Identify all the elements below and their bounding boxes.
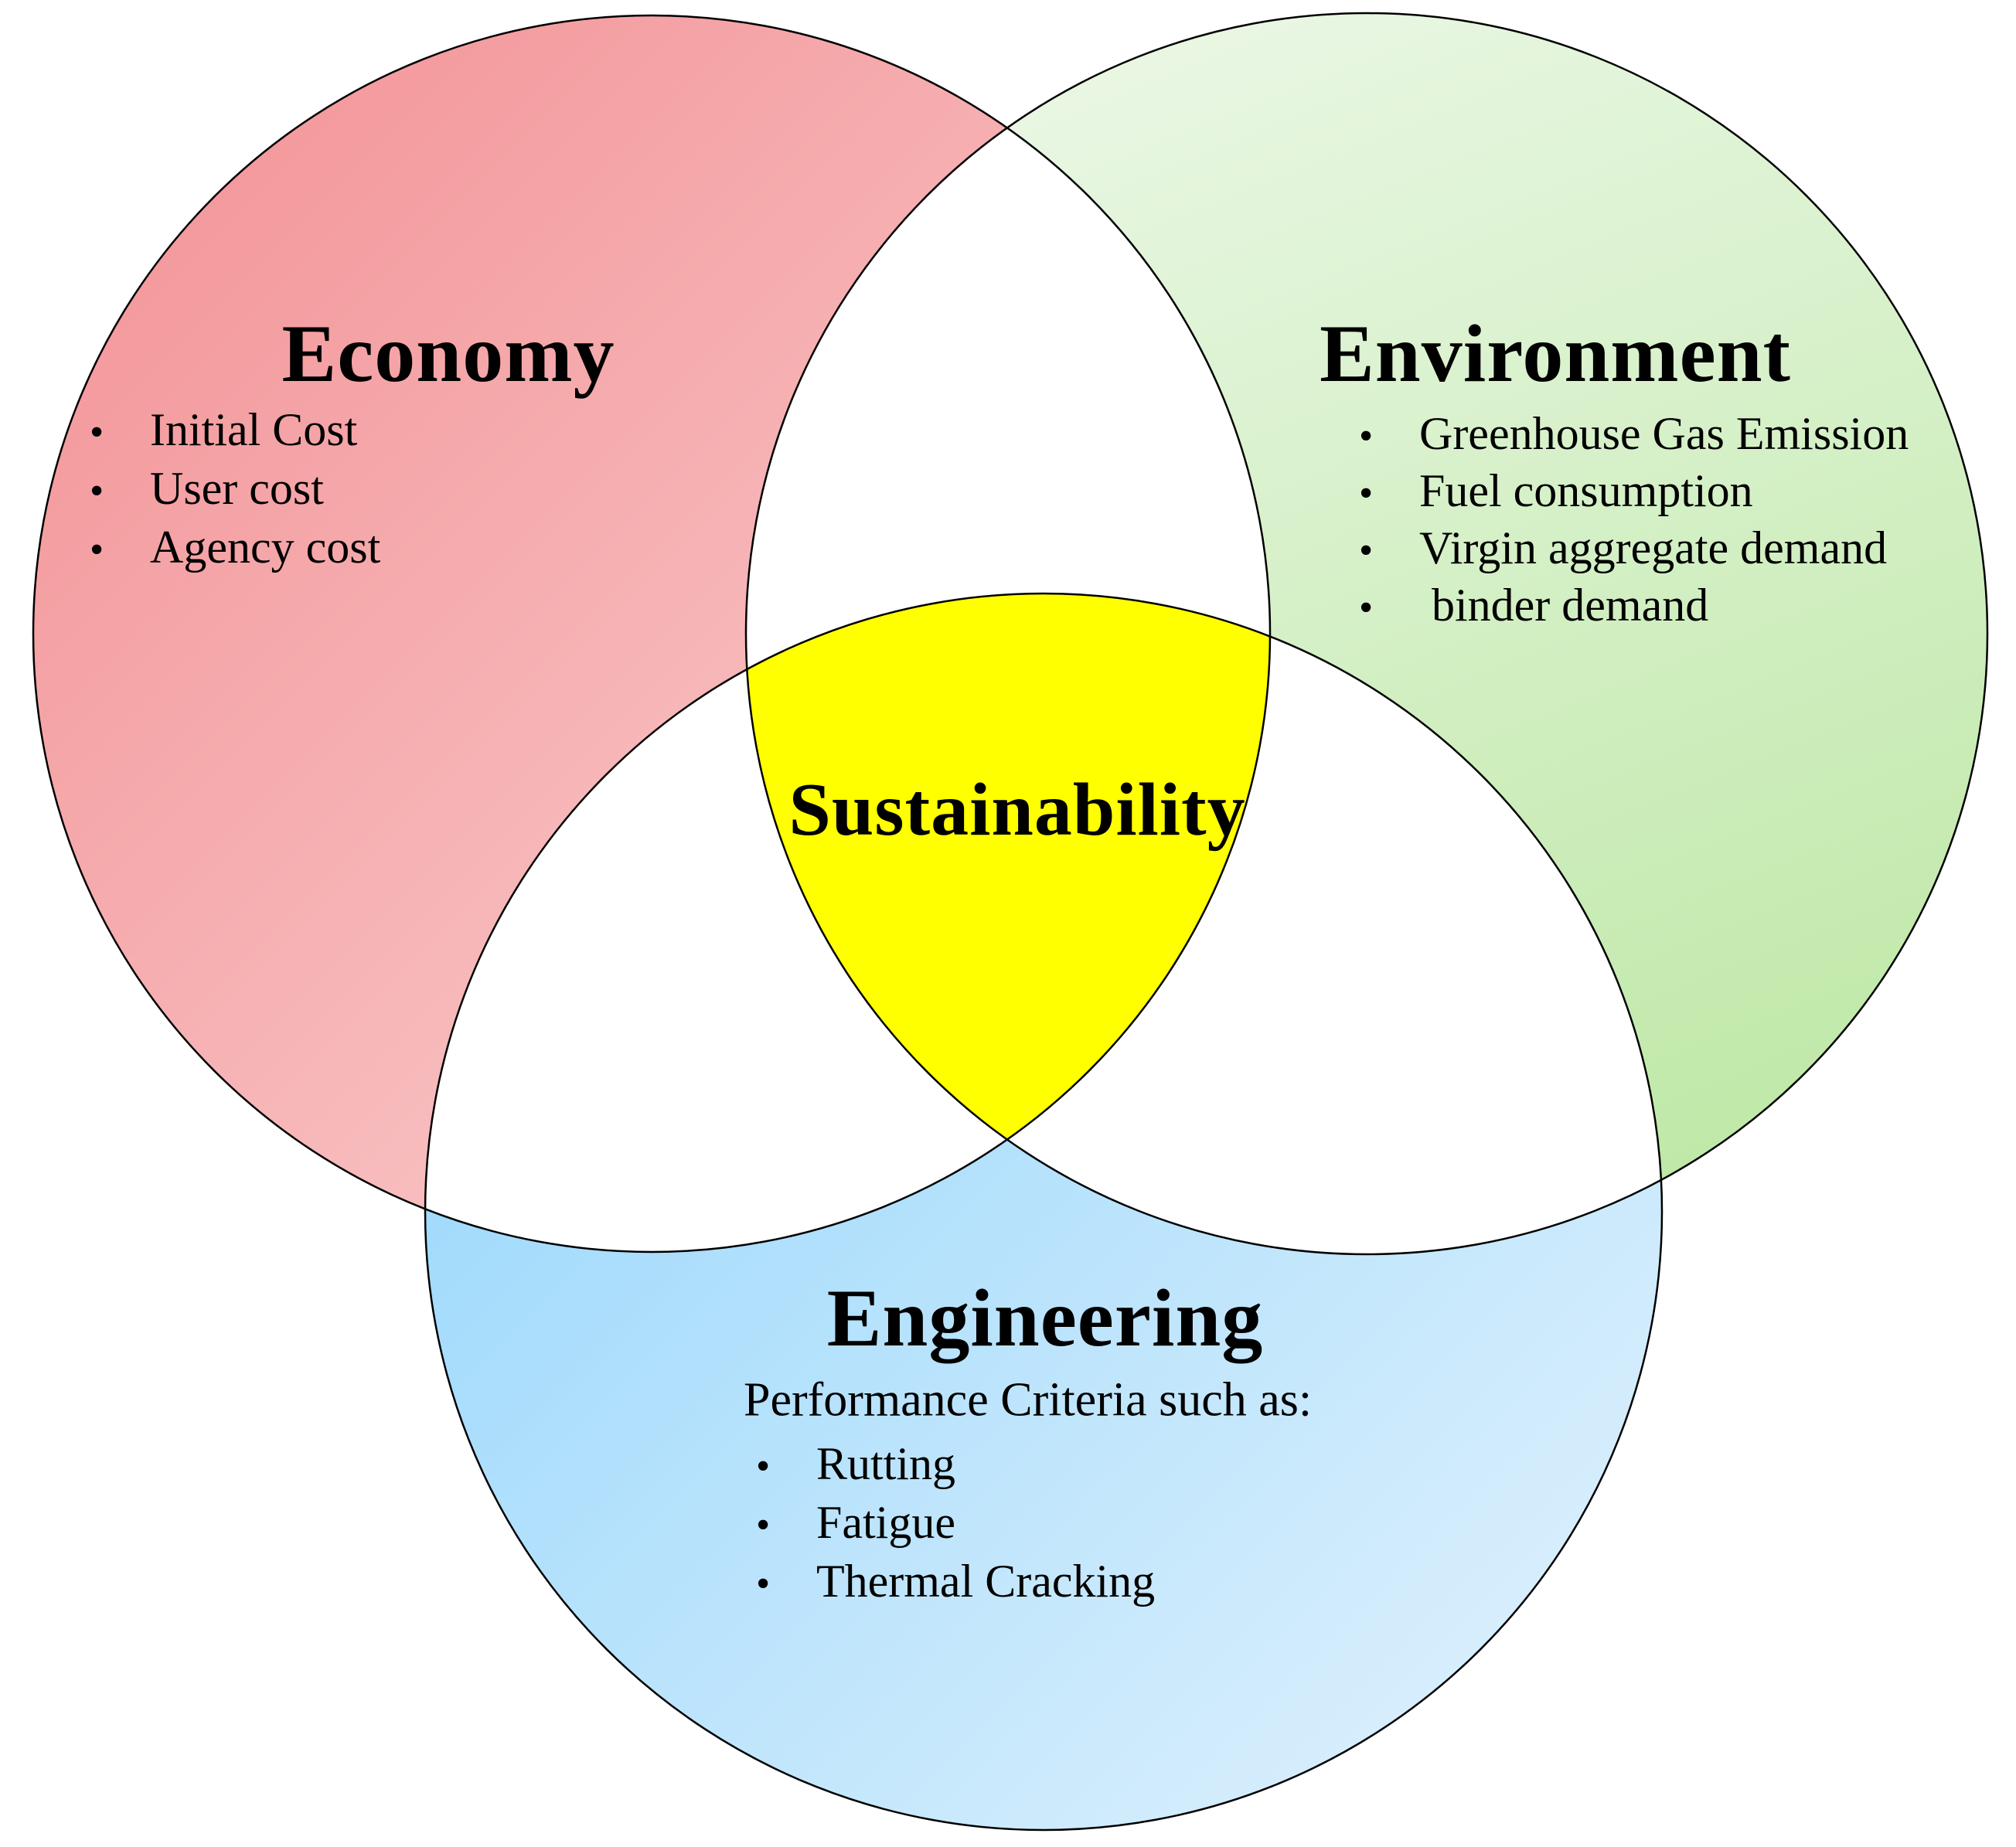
bullet-icon: • [90, 410, 104, 454]
engineering-subtitle: Performance Criteria such as: [744, 1373, 1313, 1427]
economy-item-label: Agency cost [150, 522, 381, 573]
economy-item-label: User cost [150, 463, 324, 514]
engineering-item-label: Rutting [816, 1438, 956, 1489]
engineering-item-label: Fatigue [816, 1497, 955, 1548]
environment-item-label: Virgin aggregate demand [1419, 522, 1888, 573]
engineering-item-label: Thermal Cracking [816, 1556, 1156, 1607]
bullet-icon: • [1359, 414, 1374, 458]
list-item: • Rutting [756, 1434, 1155, 1493]
environment-title: Environment [1320, 308, 1791, 399]
sustainability-label: Sustainability [788, 768, 1246, 852]
bullet-icon: • [1359, 586, 1374, 630]
list-item: • Virgin aggregate demand [1359, 519, 1909, 577]
economy-list: • Initial Cost • User cost • Agency cost [90, 400, 380, 577]
environment-item-label: Fuel consumption [1419, 465, 1753, 516]
list-item: • Initial Cost [90, 400, 380, 459]
bullet-icon: • [756, 1503, 771, 1547]
engineering-list: • Rutting • Fatigue • Thermal Cracking [756, 1434, 1155, 1611]
economy-title: Economy [281, 308, 615, 399]
bullet-icon: • [90, 528, 104, 572]
list-item: • Greenhouse Gas Emission [1359, 405, 1909, 462]
economy-item-label: Initial Cost [150, 404, 358, 455]
list-item: • Thermal Cracking [756, 1552, 1155, 1611]
bullet-icon: • [1359, 529, 1374, 573]
environment-list: • Greenhouse Gas Emission • Fuel consump… [1359, 405, 1909, 634]
list-item: • Fatigue [756, 1493, 1155, 1552]
engineering-title: Engineering [826, 1273, 1264, 1363]
bullet-icon: • [90, 469, 104, 513]
bullet-icon: • [756, 1562, 771, 1606]
list-item: • Agency cost [90, 518, 380, 577]
list-item: • User cost [90, 459, 380, 518]
environment-item-label: Greenhouse Gas Emission [1419, 408, 1909, 459]
bullet-icon: • [756, 1444, 771, 1488]
list-item: • Fuel consumption [1359, 462, 1909, 519]
bullet-icon: • [1359, 471, 1374, 515]
list-item: • binder demand [1359, 577, 1909, 634]
environment-item-label: binder demand [1432, 580, 1709, 631]
